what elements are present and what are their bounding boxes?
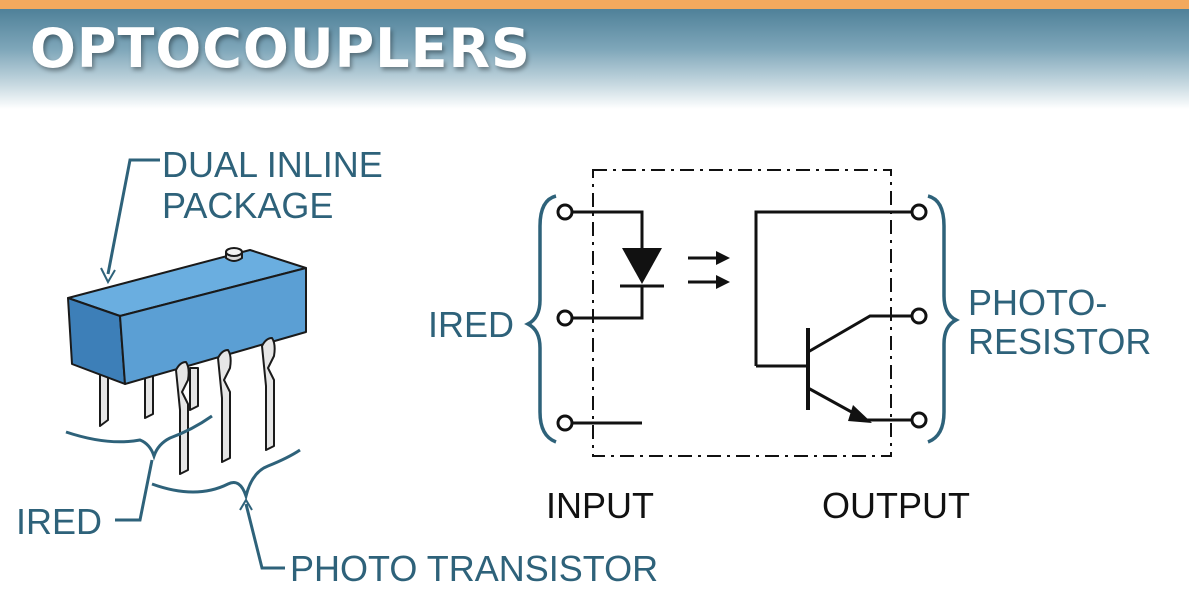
schematic (556, 169, 928, 457)
transistor-collector-wire (754, 210, 912, 366)
package-callouts (65, 158, 301, 570)
emitter-arrow (848, 405, 872, 423)
schematic-braces (524, 194, 960, 444)
output-label: OUTPUT (822, 485, 970, 526)
led-diode-symbol (622, 248, 662, 284)
dip-label-line1: DUAL INLINE (162, 144, 383, 185)
photo-label-line2: RESISTOR (968, 321, 1152, 362)
package-phototransistor-label: PHOTO TRANSISTOR (290, 548, 659, 589)
page-title: OPTOCOUPLERS (30, 17, 531, 80)
package-ired-label: IRED (16, 501, 103, 542)
header-banner (0, 9, 1189, 109)
schematic-ired-label: IRED (428, 304, 515, 345)
top-accent-stripe (0, 0, 1189, 9)
dual-inline-package (67, 247, 307, 475)
photo-label-line1: PHOTO- (968, 282, 1108, 323)
dip-label-line2: PACKAGE (162, 185, 334, 226)
input-label: INPUT (546, 485, 654, 526)
light-emission-arrows (688, 251, 730, 289)
